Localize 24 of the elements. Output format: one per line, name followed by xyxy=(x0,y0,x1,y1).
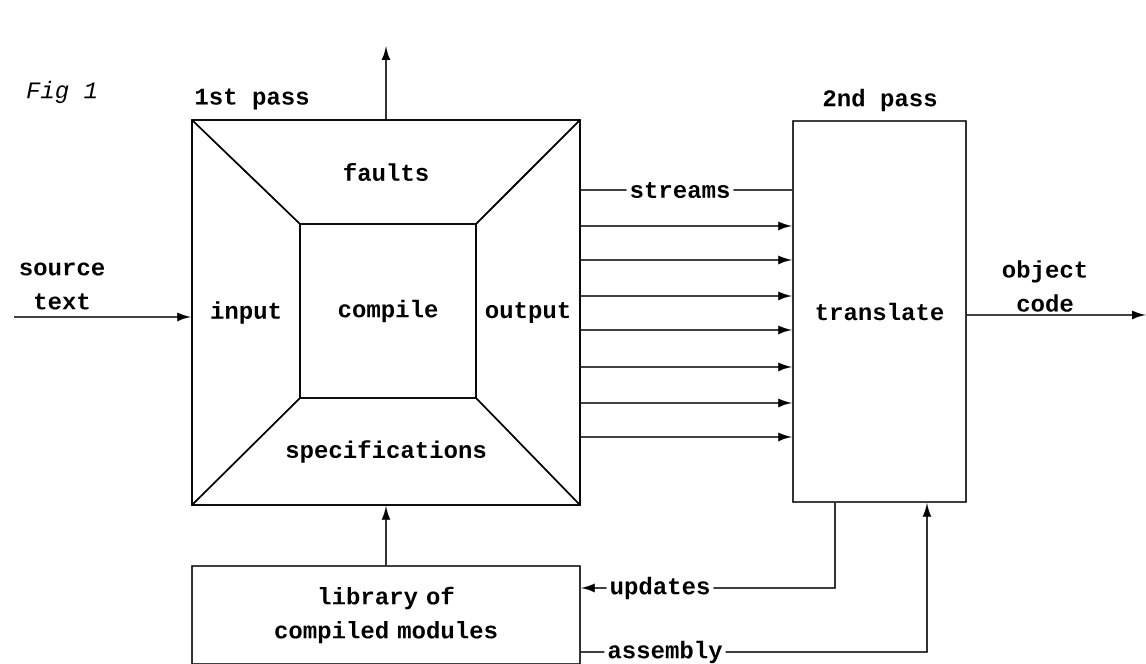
edge-label: object code xyxy=(1002,260,1086,312)
arrow xyxy=(580,292,790,300)
library-box: library of compiled modules xyxy=(191,565,581,664)
arrow xyxy=(580,222,790,230)
box-heading: 2nd pass xyxy=(823,88,937,112)
arrow xyxy=(966,311,1143,319)
figure-label: Fig 1 xyxy=(27,80,96,104)
process-box: compile xyxy=(299,223,477,399)
trapezoid-panel: specifications xyxy=(191,397,581,506)
box-heading: 1st pass xyxy=(196,88,309,110)
arrow xyxy=(580,326,790,334)
arrow xyxy=(580,256,790,264)
arrow xyxy=(580,399,790,407)
pass-box: translate xyxy=(792,120,967,503)
edge-label: updates xyxy=(606,573,714,603)
edge-label: streams xyxy=(626,178,734,202)
edge-label: assembly xyxy=(604,637,726,664)
edge-label: source text xyxy=(20,262,105,310)
arrow xyxy=(13,313,189,321)
arrow xyxy=(580,433,790,441)
arrow xyxy=(580,363,790,371)
trapezoid-panel: faults xyxy=(191,119,581,225)
arrow xyxy=(382,49,390,120)
arrow xyxy=(382,508,390,566)
